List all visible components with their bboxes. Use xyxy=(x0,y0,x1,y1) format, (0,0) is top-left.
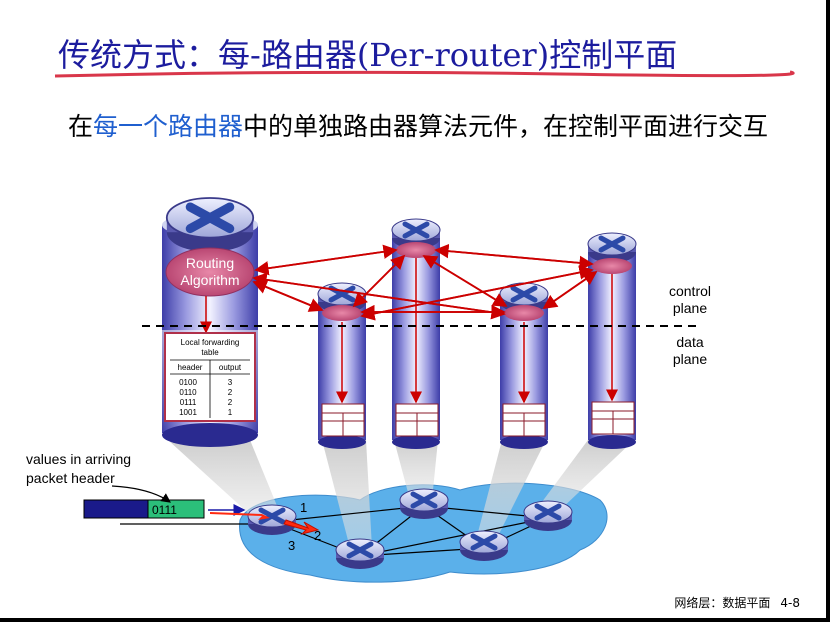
values-label-1: values in arriving xyxy=(26,451,131,467)
routing-algorithm-2 xyxy=(322,305,362,321)
router-icon xyxy=(400,489,448,519)
table-cell: 3 xyxy=(228,378,233,387)
routing-algorithm-label-2: Algorithm xyxy=(180,272,239,288)
routing-algorithm-5 xyxy=(592,258,632,274)
control-plane-links xyxy=(252,243,598,321)
beam-tower-2 xyxy=(322,440,372,548)
subtitle-suffix: 中的单独路由器算法元件，在控制平面进行交互 xyxy=(243,112,769,141)
router-icon xyxy=(460,531,508,561)
router-icon xyxy=(524,501,572,531)
footer-page: 4-8 xyxy=(780,596,800,610)
table-cell: 0111 xyxy=(180,398,197,407)
port-label: 3 xyxy=(288,538,295,553)
routing-algorithm-4 xyxy=(504,305,544,321)
pointer-arrow xyxy=(111,485,171,503)
table-cell: 0100 xyxy=(179,378,197,387)
title-underline xyxy=(54,70,795,78)
control-plane-label-1: control xyxy=(669,283,711,299)
beam-routing-tower xyxy=(168,440,282,522)
header-field-value: 0111 xyxy=(152,503,177,517)
slide-subtitle: 在每一个路由器中的单独路由器算法元件，在控制平面进行交互 xyxy=(68,110,808,144)
subtitle-highlight: 每一个路由器 xyxy=(93,112,244,141)
arriving-packet: 0111 xyxy=(83,499,205,519)
mini-table-icon xyxy=(395,403,439,437)
table-cell: 1001 xyxy=(179,408,197,417)
beam-tower-5 xyxy=(536,440,634,512)
table-cell: 2 xyxy=(228,398,233,407)
table-cell: 0110 xyxy=(179,388,197,397)
data-plane-label-1: data xyxy=(676,334,703,350)
table-title-2: table xyxy=(201,348,219,357)
mini-table-icon xyxy=(502,403,546,437)
table-col-header: header xyxy=(178,363,203,372)
beam-tower-3 xyxy=(394,440,438,500)
values-label-2: packet header xyxy=(26,470,115,486)
local-forwarding-table: Local forwarding table header output 010… xyxy=(164,332,256,422)
router-icon xyxy=(167,198,253,252)
slide-title: 传统方式：每-路由器(Per-router)控制平面 xyxy=(58,36,678,74)
routing-algorithm-label-1: Routing xyxy=(186,255,234,271)
table-title-1: Local forwarding xyxy=(181,338,240,347)
footer-section: 网络层：数据平面 xyxy=(674,596,771,610)
forward-arrow xyxy=(283,519,320,535)
control-plane-label-2: plane xyxy=(673,300,707,316)
slide-footer: 网络层：数据平面 4-8 xyxy=(664,594,800,611)
routing-algorithm-main xyxy=(165,247,255,297)
port-label: 2 xyxy=(314,528,321,543)
data-plane-label-2: plane xyxy=(673,351,707,367)
packet-to-router-arrow xyxy=(210,512,270,520)
router-icon xyxy=(336,539,384,569)
routing-algorithm-3 xyxy=(396,242,436,258)
mini-table-icon xyxy=(321,403,365,437)
table-col-output: output xyxy=(219,363,242,372)
mini-table-icon xyxy=(591,401,635,435)
port-label: 1 xyxy=(300,500,307,515)
beam-tower-4 xyxy=(476,440,546,540)
table-cell: 1 xyxy=(228,408,233,417)
router-icon xyxy=(248,505,296,535)
subtitle-prefix: 在 xyxy=(68,112,94,141)
table-cell: 2 xyxy=(228,388,233,397)
